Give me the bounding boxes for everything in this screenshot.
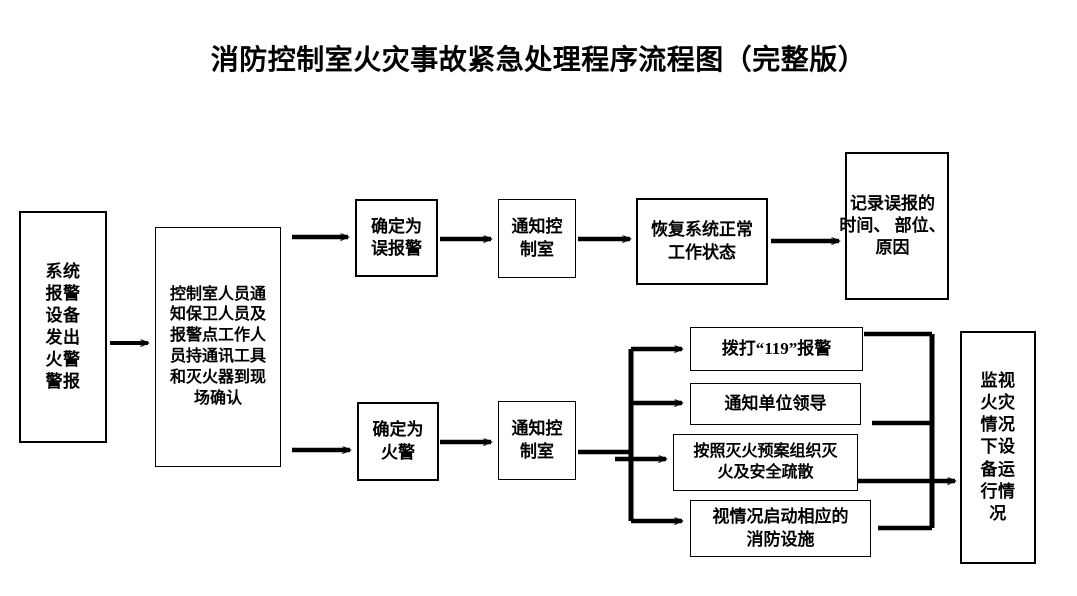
node-label: 恢复系统正常 工作状态 — [651, 220, 753, 262]
node-system-alarm-device[interactable]: 系统 报警 设备 发出 火警 警报 — [19, 211, 107, 443]
node-label: 系统 报警 设备 发出 火警 警报 — [45, 261, 81, 392]
node-activate-fire-facilities[interactable]: 视情况启动相应的 消防设施 — [690, 500, 871, 557]
node-label: 确定为 火警 — [372, 420, 424, 462]
node-label: 确定为 误报警 — [371, 216, 422, 258]
node-confirmed-fire-alarm[interactable]: 确定为 火警 — [357, 402, 439, 481]
node-monitor-equipment-operation[interactable]: 监视 火灾 情况 下设 备运 行情 况 — [960, 331, 1036, 564]
node-label: 记录误报的 时间、 部位、 原因 — [839, 193, 946, 258]
node-notify-control-room-lower[interactable]: 通知控 制室 — [498, 401, 576, 480]
node-label: 通知控 制室 — [511, 217, 563, 259]
node-control-room-notify[interactable]: 控制室人员通 知保卫人员及 报警点工作人 员持通讯工具 和灭火器到现 场确认 — [155, 227, 281, 467]
node-label: 视情况启动相应的 消防设施 — [712, 507, 849, 549]
node-label: 按照灭火预案组织灭 火及安全疏散 — [693, 442, 838, 481]
node-notify-unit-leaders[interactable]: 通知单位领导 — [690, 383, 861, 425]
node-notify-control-room-upper[interactable]: 通知控 制室 — [498, 199, 576, 278]
node-label: 拨打“119”报警 — [721, 338, 832, 358]
page-title: 消防控制室火灾事故紧急处理程序流程图（完整版） — [210, 45, 867, 76]
node-record-false-alarm-details[interactable]: 记录误报的 时间、 部位、 原因 — [839, 152, 949, 300]
node-label: 监视 火灾 情况 下设 备运 行情 况 — [980, 371, 1016, 523]
node-label: 通知控 制室 — [511, 419, 563, 461]
node-label: 通知单位领导 — [724, 393, 827, 413]
node-restore-system-normal-state[interactable]: 恢复系统正常 工作状态 — [636, 198, 768, 285]
node-confirmed-false-alarm[interactable]: 确定为 误报警 — [355, 199, 438, 277]
node-call-119[interactable]: 拨打“119”报警 — [690, 327, 863, 371]
node-label: 控制室人员通 知保卫人员及 报警点工作人 员持通讯工具 和灭火器到现 场确认 — [169, 285, 266, 407]
node-firefighting-plan-evacuation[interactable]: 按照灭火预案组织灭 火及安全疏散 — [673, 434, 858, 491]
